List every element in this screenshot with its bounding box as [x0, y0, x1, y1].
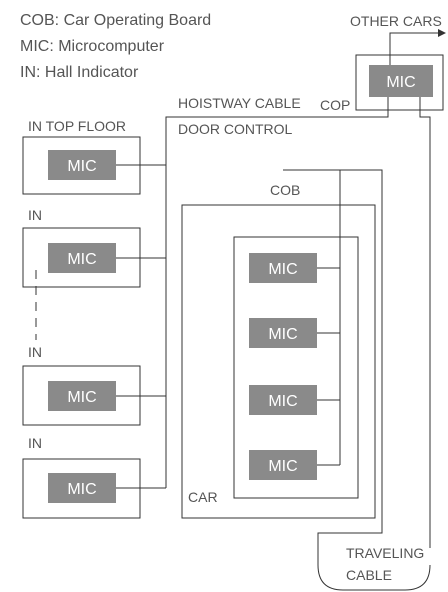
- legend-cob: COB: Car Operating Board: [20, 12, 211, 29]
- mic-cob-2: [249, 318, 317, 348]
- traveling-cable-wire: [419, 97, 431, 548]
- legend-mic: MIC: Microcomputer: [20, 38, 165, 55]
- hoistway-cable-label: HOISTWAY CABLE: [178, 95, 301, 111]
- mic-cob-3-label: MIC: [268, 393, 297, 410]
- mic-cob-1-label: MIC: [268, 261, 297, 278]
- mic-cob-4: [249, 450, 317, 480]
- mic-cob-2-label: MIC: [268, 326, 297, 343]
- mic-cob-3: [249, 385, 317, 415]
- car-label: CAR: [188, 489, 218, 505]
- in-3-label: IN: [28, 344, 42, 360]
- in-2-label: IN: [28, 207, 42, 223]
- mic-in-2: [48, 243, 116, 273]
- door-control-label: DOOR CONTROL: [178, 121, 293, 137]
- in-4-label: IN: [28, 435, 42, 451]
- cop-label: COP: [320, 97, 350, 113]
- mic-in-3-label: MIC: [67, 389, 96, 406]
- cob-box: [233, 236, 359, 499]
- traveling-label-1: TRAVELING: [346, 545, 424, 561]
- mic-in-top: [48, 150, 116, 180]
- other-cars-wire: [389, 32, 440, 65]
- other-cars-arrowhead: [438, 29, 446, 37]
- traveling-label-2: CABLE: [346, 567, 392, 583]
- car-bus-to-traveling-cable: [283, 169, 383, 548]
- mic-in-4-label: MIC: [67, 481, 96, 498]
- cob-label: COB: [270, 182, 300, 198]
- mic-in-2-label: MIC: [67, 251, 96, 268]
- mic-cob-4-label: MIC: [268, 458, 297, 475]
- traveling-cable-loop: [317, 548, 431, 591]
- cop-box: [355, 54, 444, 111]
- in-top-floor-label: IN TOP FLOOR: [28, 118, 126, 134]
- car-box: [181, 204, 376, 519]
- other-cars-label: OTHER CARS: [350, 13, 442, 29]
- mic-cop-label: MIC: [386, 74, 415, 91]
- mic-in-4: [48, 473, 116, 503]
- mic-in-top-label: MIC: [67, 158, 96, 175]
- mic-in-3: [48, 381, 116, 411]
- mic-cob-1: [249, 253, 317, 283]
- hoistway-cable: [165, 97, 389, 488]
- legend-in: IN: Hall Indicator: [20, 64, 139, 81]
- mic-cop: [369, 65, 433, 97]
